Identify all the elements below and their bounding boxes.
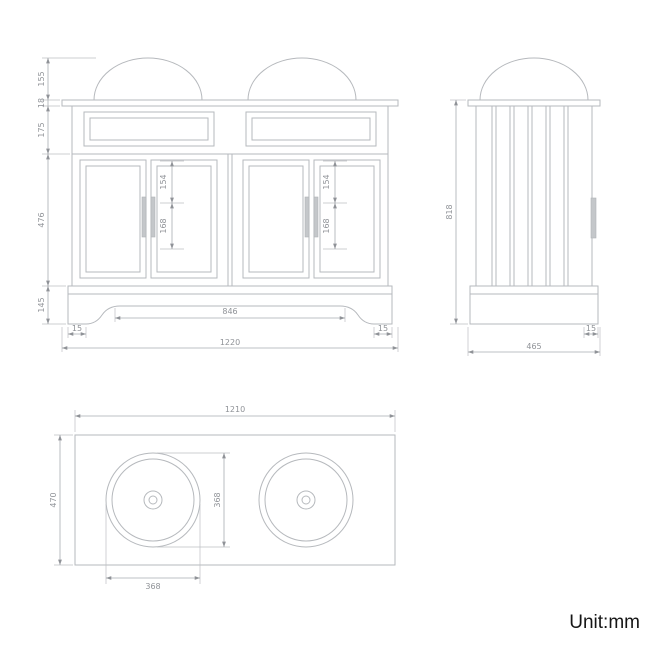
side-foot-dimension: 15 xyxy=(583,324,599,338)
front-cabinet-body xyxy=(71,105,389,287)
door-2-handle xyxy=(150,196,156,238)
dim-label-basin-height: 155 xyxy=(37,71,46,86)
top-countertop-outline xyxy=(74,434,396,566)
basin-outer-rim xyxy=(258,452,354,548)
dim-label-rail-height: 175 xyxy=(37,122,46,137)
front-left-dimension-chain: 155 18 175 476 145 xyxy=(37,57,96,325)
front-door-4-panel xyxy=(319,165,375,273)
dim-label-handle-span: 168 xyxy=(159,218,168,233)
front-countertop xyxy=(61,99,399,107)
side-view: 818 15 465 xyxy=(445,57,601,356)
front-rail-panel-left xyxy=(83,111,215,147)
basin-outer-rim xyxy=(105,452,201,548)
basin-drain-inner xyxy=(148,495,158,505)
dim-label-plinth-height: 145 xyxy=(37,297,46,312)
dim-label-basin-depth: 368 xyxy=(213,492,222,507)
basin-drain-inner xyxy=(301,495,311,505)
front-door-3-panel xyxy=(248,165,304,273)
top-width-dimension: 1210 xyxy=(74,405,396,432)
front-left-basin xyxy=(93,57,203,101)
front-door-1 xyxy=(79,159,147,279)
top-depth-dimension: 470 xyxy=(49,434,73,566)
dim-label-overall-width: 1220 xyxy=(220,338,240,347)
door-1-handle xyxy=(141,196,147,238)
basin-depth-dimension: 368 xyxy=(157,452,230,548)
front-rail-panel-left-inner xyxy=(89,117,209,141)
front-door-2-panel xyxy=(156,165,212,273)
top-right-basin xyxy=(258,452,354,548)
door-4-handle-dimensions: 154 168 xyxy=(322,160,347,250)
side-depth-dimension: 465 xyxy=(467,327,601,356)
front-plinth xyxy=(67,285,393,325)
side-door-handle xyxy=(590,197,597,239)
side-panel-planks xyxy=(491,106,569,286)
front-door-1-panel xyxy=(85,165,141,273)
front-right-basin xyxy=(247,57,357,101)
dim-label-handle-offset: 154 xyxy=(322,174,331,189)
dim-label-overall-depth: 465 xyxy=(526,342,541,351)
right-foot-dimension: 15 xyxy=(373,324,393,338)
dim-label-plinth-span: 846 xyxy=(222,307,237,316)
dim-label-handle-offset: 154 xyxy=(159,174,168,189)
dim-label-top-depth: 470 xyxy=(49,492,58,507)
dim-label-basin-width: 368 xyxy=(145,582,160,591)
side-height-dimension: 818 xyxy=(445,99,468,325)
door-2-handle-dimensions: 154 168 xyxy=(159,160,184,250)
left-foot-dimension: 15 xyxy=(67,324,87,338)
top-view: 1210 470 368 368 xyxy=(49,405,396,591)
basin-drain-outer xyxy=(296,490,316,510)
dim-label-door-height: 476 xyxy=(37,212,46,227)
top-left-basin xyxy=(105,452,201,548)
dim-label-side-foot: 15 xyxy=(586,324,596,333)
front-overall-width-dimension: 1220 xyxy=(61,327,399,352)
front-view: 155 18 175 476 145 154 168 154 168 xyxy=(37,57,399,352)
dim-label-overall-height: 818 xyxy=(445,204,454,219)
basin-drain-outer xyxy=(143,490,163,510)
side-countertop xyxy=(467,99,601,107)
unit-label: Unit:mm xyxy=(569,612,640,633)
basin-inner-rim xyxy=(264,458,348,542)
basin-inner-rim xyxy=(111,458,195,542)
side-cabinet-body xyxy=(475,105,593,287)
dim-label-counter-thickness: 18 xyxy=(37,98,46,108)
dim-label-right-foot: 15 xyxy=(378,324,388,333)
front-door-3 xyxy=(242,159,310,279)
door-4-handle xyxy=(313,196,319,238)
dim-label-top-width: 1210 xyxy=(225,405,245,414)
front-rail-panel-right xyxy=(245,111,377,147)
plinth-span-dimension: 846 xyxy=(114,307,346,322)
side-basin xyxy=(479,57,589,101)
dim-label-left-foot: 15 xyxy=(72,324,82,333)
side-plinth xyxy=(469,285,599,325)
dim-label-handle-span: 168 xyxy=(322,218,331,233)
basin-width-dimension: 368 xyxy=(105,504,201,591)
door-3-handle xyxy=(304,196,310,238)
front-rail-panel-right-inner xyxy=(251,117,371,141)
